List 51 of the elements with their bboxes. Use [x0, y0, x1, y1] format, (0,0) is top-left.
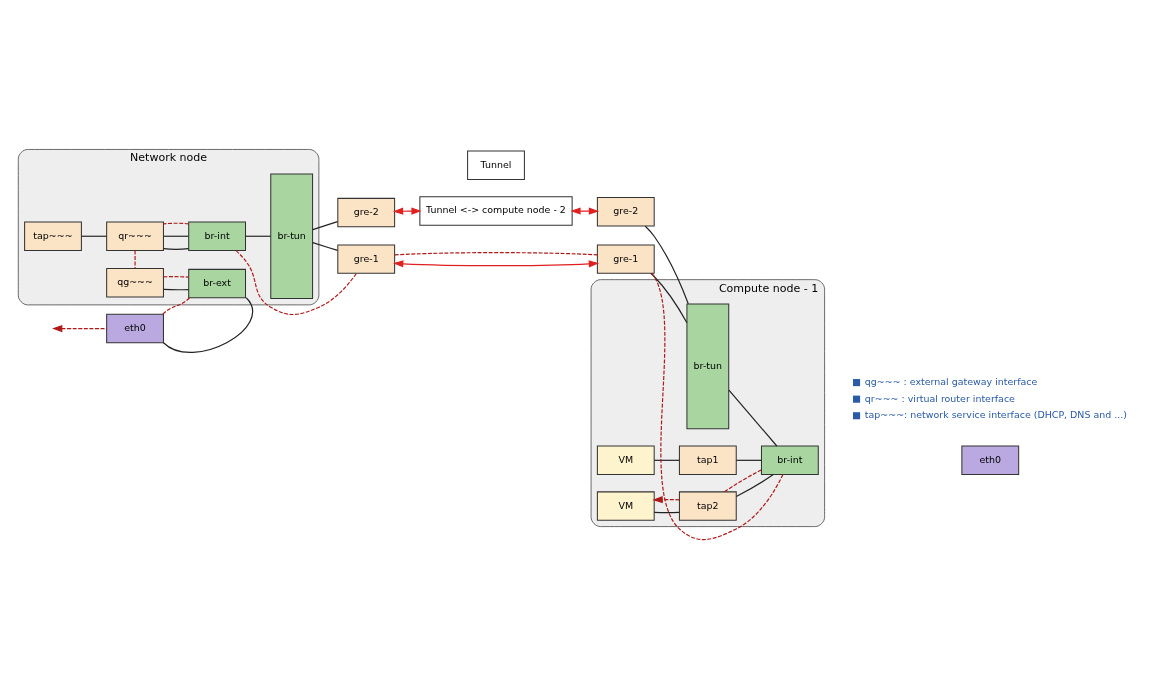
node-box: eth0: [106, 313, 164, 344]
node-box: eth0: [961, 445, 1020, 476]
node-box: gre-1: [337, 244, 396, 274]
node-box: gre-2: [337, 197, 396, 228]
node-box: VM: [596, 445, 655, 476]
arrow: [52, 324, 108, 333]
connector: [735, 459, 762, 461]
connector: [162, 297, 254, 353]
connector: [650, 272, 688, 324]
arrow: [392, 207, 422, 215]
label: tap~~~: network service interface (DHCP, DNS and ...): [864, 409, 1127, 421]
connector: [162, 276, 190, 278]
node-box: br-tun: [686, 303, 730, 430]
connector: [312, 221, 339, 231]
connector: [245, 235, 272, 237]
connector: [394, 252, 598, 256]
connector: [162, 222, 190, 225]
node-box: tap2: [678, 491, 737, 521]
connector: [728, 389, 778, 447]
connector: [312, 242, 339, 251]
connector: [162, 235, 190, 237]
connector: [134, 249, 136, 269]
connector: [162, 248, 190, 250]
connector: [651, 272, 784, 541]
arrow: [652, 496, 680, 504]
node-box: tap~~~: [24, 221, 82, 251]
node-box: Tunnel <-> compute node - 2: [419, 196, 573, 226]
connector: [235, 250, 357, 316]
label: qr~~~ : virtual router interface: [864, 392, 1015, 404]
connector: [653, 511, 680, 514]
connector: [735, 474, 774, 498]
node-box: tap1: [678, 445, 737, 476]
node-box: Tunnel: [467, 150, 525, 180]
connector: [723, 469, 762, 493]
label: qg~~~ : external gateway interface: [864, 376, 1038, 388]
node-box: br-int: [760, 445, 819, 476]
connector: [80, 235, 108, 237]
node-box: br-ext: [188, 268, 247, 299]
connector: [162, 297, 191, 315]
node-box: gre-2: [596, 197, 655, 227]
node-box: VM: [596, 491, 655, 521]
connector: [162, 288, 190, 291]
arrow: [570, 207, 600, 215]
connector: [644, 225, 689, 305]
arrow: [393, 260, 600, 268]
node-box: qg~~~: [106, 268, 164, 298]
node-box: br-int: [188, 221, 247, 251]
node-box: gre-1: [596, 244, 655, 274]
connector: [653, 459, 680, 461]
node-box: qr~~~: [106, 221, 164, 251]
node-box: br-tun: [270, 173, 314, 300]
